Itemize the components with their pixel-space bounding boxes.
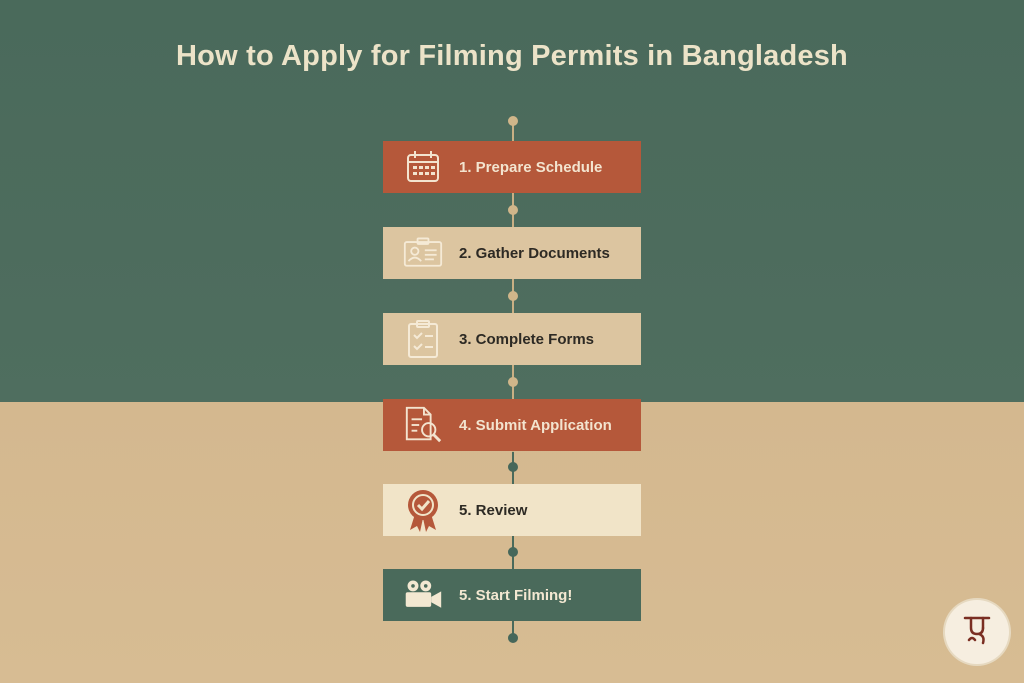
- step-label: 2. Gather Documents: [459, 244, 610, 262]
- step-review: 5. Review: [383, 484, 641, 536]
- calendar-icon: [403, 147, 443, 187]
- timeline-dot: [508, 377, 518, 387]
- clipboard-checklist-icon: [403, 319, 443, 359]
- document-search-icon: [403, 405, 443, 445]
- step-label: 1. Prepare Schedule: [459, 158, 603, 176]
- brand-logo-icon: [957, 610, 997, 655]
- timeline-dot: [508, 291, 518, 301]
- page-title: How to Apply for Filming Permits in Bang…: [176, 40, 848, 72]
- step-label: 4. Submit Application: [459, 416, 612, 434]
- step-label: 3. Complete Forms: [459, 330, 595, 348]
- step-label: 5. Review: [459, 501, 528, 519]
- timeline-dot: [508, 547, 518, 557]
- timeline-dot: [508, 116, 518, 126]
- step-gather-documents: 2. Gather Documents: [383, 227, 641, 279]
- timeline-line-lower: [512, 452, 514, 639]
- step-prepare-schedule: 1. Prepare Schedule: [383, 141, 641, 193]
- step-complete-forms: 3. Complete Forms: [383, 313, 641, 365]
- step-start-filming: 5. Start Filming!: [383, 569, 641, 621]
- badge-check-icon: [403, 490, 443, 532]
- brand-logo: [945, 600, 1009, 664]
- timeline-dot: [508, 633, 518, 643]
- step-label: 5. Start Filming!: [459, 586, 573, 604]
- timeline-dot: [508, 462, 518, 472]
- timeline-dot: [508, 205, 518, 215]
- step-submit-application: 4. Submit Application: [383, 399, 641, 451]
- id-card-icon: [403, 233, 443, 273]
- movie-camera-icon: [403, 575, 443, 615]
